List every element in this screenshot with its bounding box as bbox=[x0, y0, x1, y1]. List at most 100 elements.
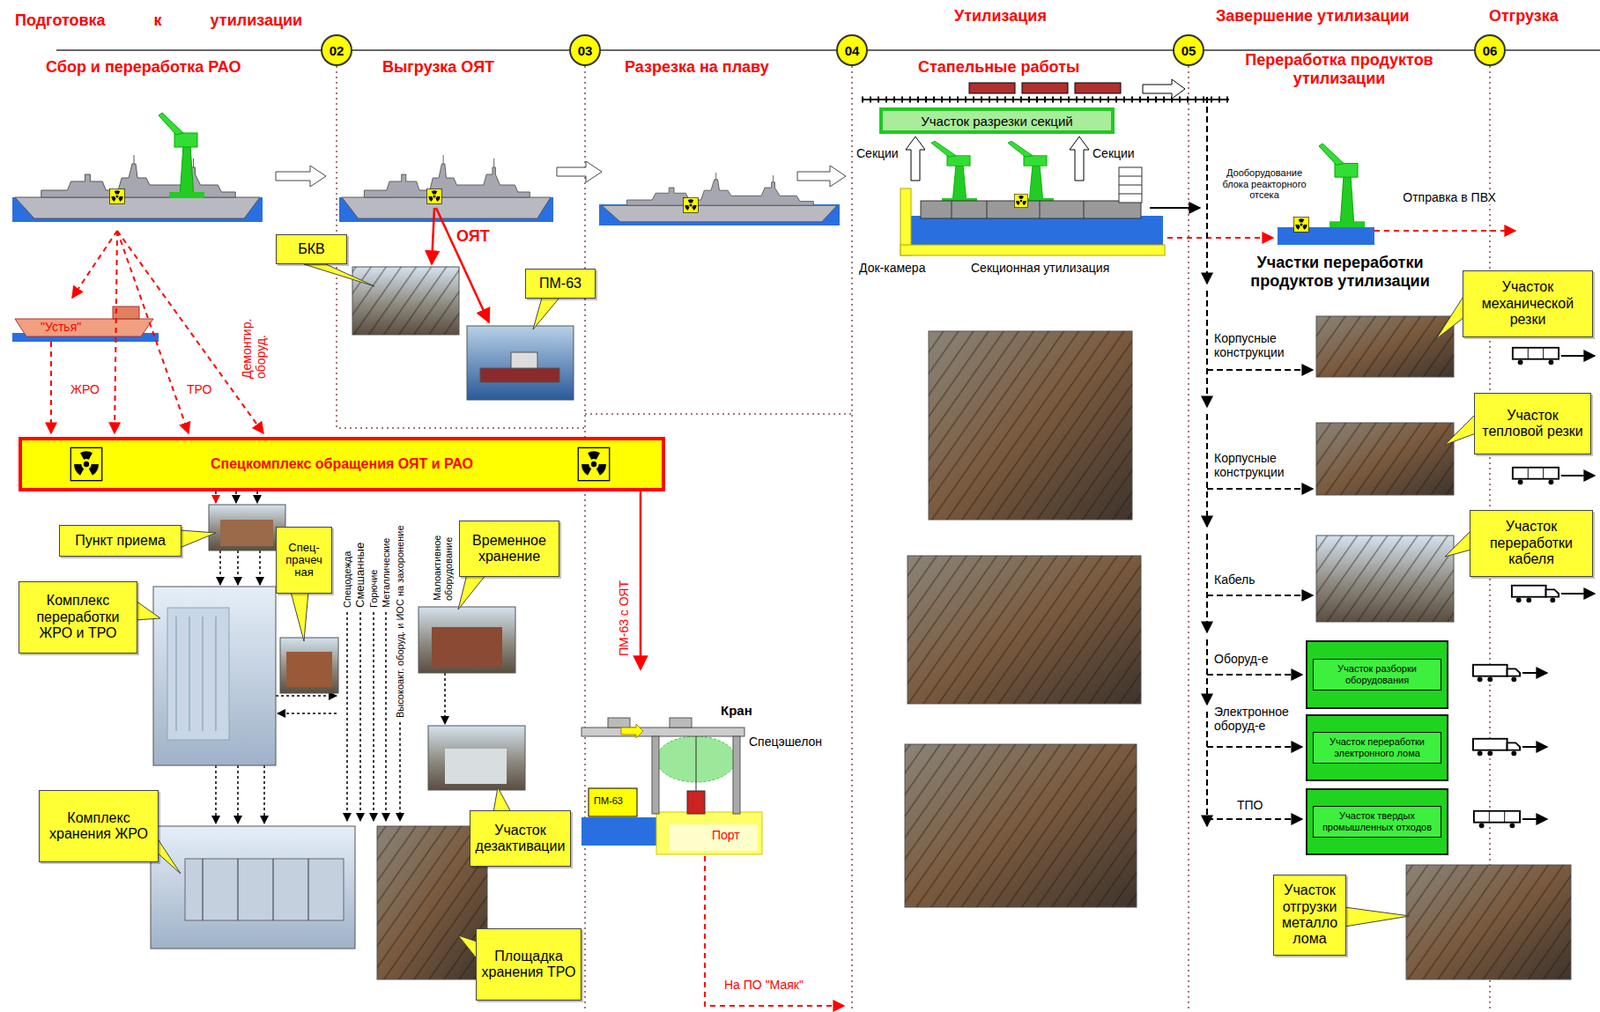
port-crane bbox=[687, 791, 705, 815]
flow-arrows-black bbox=[277, 712, 337, 715]
text-label: Участки переработки продуктов утилизации bbox=[1224, 253, 1456, 290]
flow-arrows-black bbox=[219, 550, 222, 586]
box-label: Участок разрезки секций bbox=[920, 113, 1073, 129]
photos bbox=[286, 651, 333, 688]
box-label: ПМ-63 bbox=[539, 275, 582, 292]
timeline bbox=[56, 49, 1600, 52]
processing-arrows bbox=[1207, 818, 1303, 821]
transport-icons bbox=[1561, 355, 1595, 357]
callout-pointers bbox=[135, 264, 1476, 963]
callout-box: ПМ-63 bbox=[525, 268, 596, 299]
slipway bbox=[911, 215, 1163, 245]
text-label: Завершение утилизации bbox=[1215, 7, 1410, 26]
vertical-label: Металлические bbox=[380, 538, 393, 608]
photos bbox=[1316, 316, 1454, 378]
transport-icons bbox=[1522, 746, 1548, 749]
text-label: Корпусные конструкции bbox=[1214, 331, 1313, 360]
processing-arrows bbox=[1206, 533, 1208, 633]
port-crane bbox=[696, 736, 697, 792]
port-crane bbox=[581, 718, 763, 855]
photos bbox=[150, 266, 1571, 980]
photos bbox=[352, 266, 460, 335]
photos bbox=[1316, 422, 1454, 496]
photos bbox=[1316, 422, 1454, 496]
ships bbox=[110, 189, 126, 205]
text-label: Стапельные работы bbox=[918, 58, 1080, 77]
ships bbox=[341, 155, 551, 219]
text-label: ТПО bbox=[1237, 798, 1264, 813]
slipway bbox=[900, 244, 1165, 256]
photos bbox=[480, 368, 560, 383]
transport-icons bbox=[1522, 818, 1548, 821]
flow-arrows-red bbox=[51, 230, 1516, 1007]
oyat-arrows bbox=[639, 491, 643, 670]
flow-arrows-black bbox=[346, 612, 349, 822]
stage-boundaries bbox=[336, 66, 586, 429]
slipway bbox=[1069, 136, 1089, 181]
photos bbox=[904, 744, 1137, 908]
ships bbox=[427, 189, 443, 205]
callout-box: Площадка хранения ТРО bbox=[475, 928, 582, 1001]
transport-icons bbox=[1561, 474, 1595, 477]
complex-band bbox=[577, 447, 609, 481]
slipway bbox=[969, 82, 1015, 94]
callout-box: Спец- прачеч ная bbox=[275, 526, 333, 594]
text-label: Разрезка на плаву bbox=[624, 58, 770, 77]
transport-icons bbox=[1512, 467, 1559, 485]
slipway bbox=[861, 98, 1230, 101]
text-label: Кран bbox=[720, 703, 753, 719]
photos bbox=[150, 826, 356, 949]
callout-box: Комплекс переработки ЖРО и ТРО bbox=[18, 581, 138, 654]
photos bbox=[428, 725, 526, 791]
timeline bbox=[56, 50, 1600, 52]
box-label: Площадка хранения ТРО bbox=[481, 948, 577, 982]
slipway bbox=[1142, 79, 1186, 99]
text-label: ОЯТ bbox=[456, 227, 490, 246]
box-label: Спецкомплекс обращения ОЯТ и РАО bbox=[210, 456, 474, 473]
box-label: Участок механической резки bbox=[1467, 279, 1588, 328]
text-label: Оборуд-е bbox=[1214, 651, 1268, 667]
text-label: Корпусные конструкции bbox=[1214, 451, 1313, 480]
photos bbox=[431, 627, 503, 667]
text-label: Док-камера bbox=[859, 260, 926, 275]
text-label: Спецэшелон bbox=[748, 734, 823, 749]
callout-pointers bbox=[1444, 414, 1476, 445]
connector bbox=[1204, 49, 1475, 52]
slipway bbox=[1149, 207, 1200, 209]
photos bbox=[153, 586, 276, 766]
processing-arrows bbox=[1207, 488, 1313, 490]
stage-circle: 02 bbox=[320, 34, 353, 67]
callout-pointers bbox=[135, 600, 161, 621]
slipway bbox=[1014, 194, 1029, 208]
photos bbox=[280, 637, 339, 694]
processing-arrows bbox=[1206, 290, 1208, 408]
text-label: Отгрузка bbox=[1488, 7, 1559, 26]
photos bbox=[904, 744, 1137, 908]
text-label: Переработка продуктов утилизации bbox=[1219, 51, 1460, 88]
text-label: Отправка в ПВХ bbox=[1399, 190, 1500, 205]
callout-box: Участок переработки кабеля bbox=[1469, 510, 1593, 578]
processing-arrows bbox=[1206, 96, 1208, 284]
flow-arrows-red bbox=[704, 856, 845, 1007]
ships bbox=[14, 318, 154, 337]
port-crane bbox=[607, 718, 630, 728]
stage-boundaries bbox=[584, 66, 586, 1012]
complex-band: Спецкомплекс обращения ОЯТ и РАО bbox=[18, 437, 666, 492]
box-label: Пункт приема bbox=[74, 533, 166, 549]
text-label: Порт bbox=[711, 828, 741, 843]
slipway bbox=[1022, 82, 1068, 94]
flow-arrows-red bbox=[72, 230, 118, 298]
stage-circle: 06 bbox=[1474, 34, 1506, 67]
oyat-arrows bbox=[431, 207, 435, 265]
complex-band bbox=[18, 437, 666, 492]
callout-box: Участок дезактивации bbox=[469, 810, 571, 867]
complex-band bbox=[70, 447, 102, 481]
vertical-label: Высокоакт. оборуд. и ИОС на захоронение bbox=[394, 525, 407, 719]
process-box: Участок твердых промышленных отходов bbox=[1305, 788, 1449, 856]
process-box: Участок разрезки секций bbox=[879, 107, 1115, 134]
processing-arrows bbox=[1207, 96, 1313, 827]
text-label: ТРО bbox=[186, 382, 212, 397]
box-label: Участок переработки кабеля bbox=[1474, 518, 1588, 568]
photos bbox=[202, 859, 309, 921]
